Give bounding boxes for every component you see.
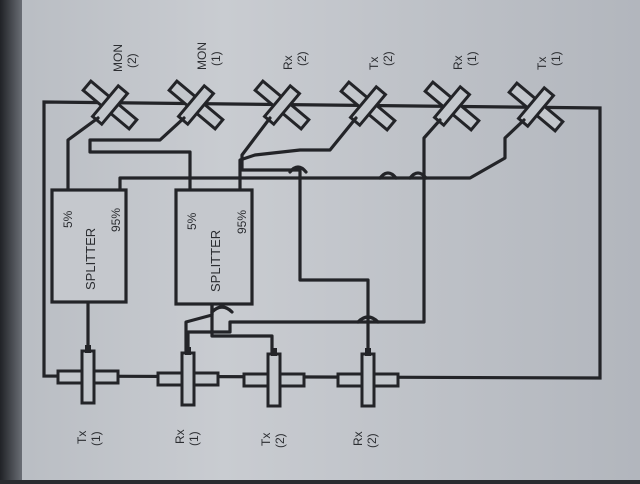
top-connector-mon1 [167, 79, 225, 131]
top-labels: MON (2) MON (1) Rx (2) Tx (2) Rx (1) Tx … [111, 42, 563, 72]
splitter-1-through: 95% [109, 208, 123, 232]
splitter-2: 5% SPLITTER 95% [174, 188, 254, 306]
top-label-tx1-name: Tx [535, 57, 549, 70]
bottom-connector-tx2 [242, 348, 306, 408]
top-label-rx1-name: Rx [451, 55, 465, 70]
bottom-label-tx1-name: Tx [75, 431, 89, 444]
bottom-connector-rx1 [156, 347, 220, 407]
splitter-1-label: SPLITTER [83, 228, 98, 290]
top-label-tx2-name: Tx [367, 57, 381, 70]
bottom-labels: Tx (1) Rx (1) Tx (2) Rx (2) [75, 429, 379, 448]
bottom-label-rx2-name: Rx [351, 431, 365, 446]
top-connector-rx1 [423, 80, 481, 132]
bottom-connector-rx2 [336, 348, 400, 408]
top-label-rx2-name: Rx [281, 55, 295, 70]
bottom-connectors [56, 345, 400, 408]
top-label-tx2-num: (2) [381, 51, 395, 66]
outer-frame [42, 100, 602, 380]
top-label-tx1-num: (1) [549, 51, 563, 66]
bottom-label-rx2-num: (2) [365, 433, 379, 448]
splitter-2-label: SPLITTER [208, 230, 223, 292]
bottom-label-tx2-num: (2) [273, 433, 287, 448]
top-connector-tx2 [339, 80, 397, 132]
bottom-label-tx2-name: Tx [259, 433, 273, 446]
top-label-rx2-num: (2) [295, 51, 309, 66]
fiber-routing [66, 116, 526, 364]
splitter-2-tap: 5% [185, 212, 199, 230]
bottom-label-tx1-num: (1) [89, 431, 103, 446]
bottom-label-rx1-num: (1) [187, 431, 201, 446]
top-label-rx1-num: (1) [465, 51, 479, 66]
top-label-mon1-name: MON [195, 42, 209, 70]
page-shadow-edge [0, 0, 22, 480]
splitter-1: 5% SPLITTER 95% [50, 188, 128, 304]
splitter-1-tap: 5% [61, 210, 75, 228]
top-label-mon2-num: (2) [125, 53, 139, 68]
splitter-2-through: 95% [235, 210, 249, 234]
top-connector-rx2 [253, 79, 311, 131]
top-connector-tx1 [507, 81, 565, 133]
top-label-mon1-num: (1) [209, 51, 223, 66]
top-connectors [81, 79, 565, 133]
bottom-connector-tx1 [56, 345, 120, 405]
top-label-mon2-name: MON [111, 44, 125, 72]
bottom-label-rx1-name: Rx [173, 429, 187, 444]
